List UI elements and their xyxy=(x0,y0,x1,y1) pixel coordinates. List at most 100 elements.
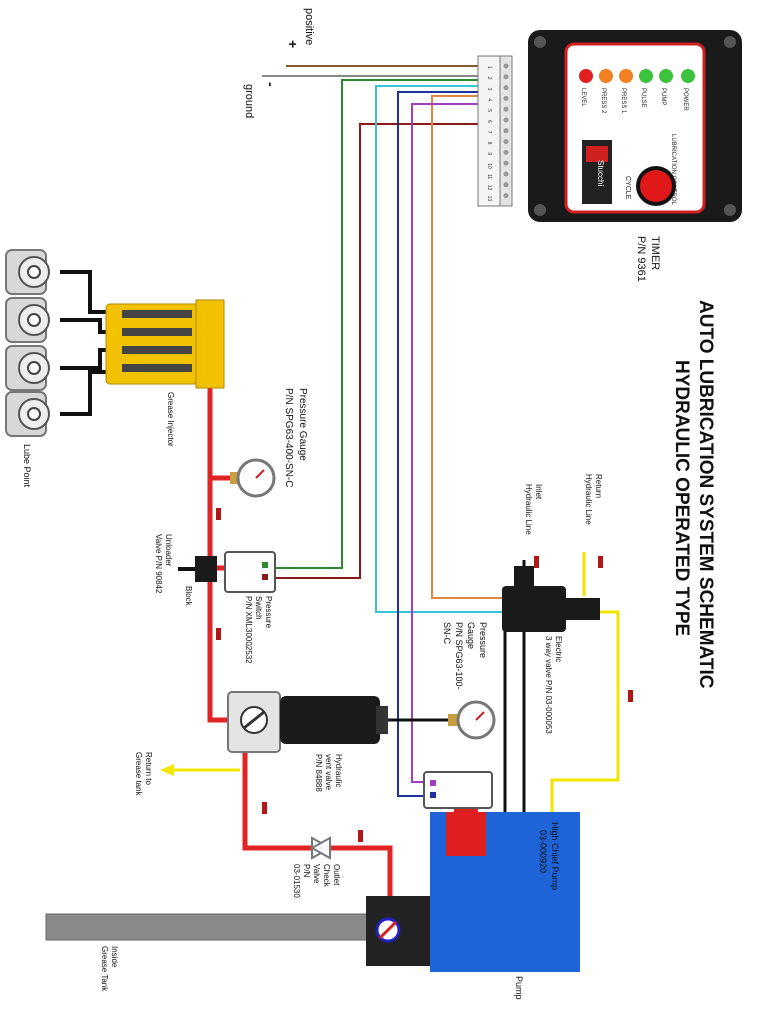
terminal-number: 7 xyxy=(486,131,492,134)
maroon-wire xyxy=(272,123,480,579)
terminal-screw xyxy=(503,171,509,177)
lube-point xyxy=(5,345,50,391)
timer-label: TIMER xyxy=(649,236,661,270)
led-label-pump: PUMP xyxy=(660,88,666,105)
electric-valve-pn: 3 way valve P/N 03-000053 xyxy=(544,636,553,734)
led-pulse xyxy=(639,69,653,83)
pressure-switch-label: Pressure xyxy=(264,596,273,629)
terminal-screw xyxy=(503,95,509,101)
led-pump xyxy=(659,69,673,83)
pressure-switch-pn: P/N XML30002532 xyxy=(244,596,253,664)
check-valve-label-4: P/N xyxy=(302,864,311,878)
high-chief-pump xyxy=(366,800,580,972)
pressure-switch xyxy=(224,551,276,593)
electric-valve-label: Electric xyxy=(554,636,563,662)
terminal-number: 4 xyxy=(486,98,492,101)
terminal-number: 8 xyxy=(486,142,492,145)
terminal-number: 9 xyxy=(486,152,492,155)
terminal-screw xyxy=(503,74,509,80)
led-level xyxy=(579,69,593,83)
pump-tube xyxy=(45,913,377,941)
unloader-block xyxy=(178,556,217,582)
terminal-number: 6 xyxy=(486,120,492,123)
lube-point-label: Lube Point xyxy=(22,444,32,488)
terminal-number: 3 xyxy=(486,88,492,91)
schematic-subtitle: HYDRAULIC OPERATED TYPE xyxy=(671,360,692,636)
terminal-number: 1 xyxy=(486,66,492,69)
check-valve-pn: 03-01530 xyxy=(292,864,301,898)
terminal-screw xyxy=(503,182,509,188)
led-power xyxy=(681,69,695,83)
grease-injector-label: Grease Injector xyxy=(166,392,175,447)
terminal-number: 10 xyxy=(486,163,492,169)
lube-point xyxy=(5,249,50,295)
inside-tank-label-2: Grease Tank xyxy=(100,946,109,992)
pressure-gauge-mid-pn: P/N SPG63-100- xyxy=(454,622,464,690)
pump-part-number: 03-000920 xyxy=(538,830,548,873)
terminal-screw xyxy=(503,193,509,199)
vent-valve-label: Hydraulic xyxy=(334,754,343,787)
pressure-gauge-top-label: Pressure Gauge xyxy=(297,388,308,461)
terminal-screw xyxy=(503,117,509,123)
check-valve-label-2: Check xyxy=(322,864,331,888)
terminal-screw xyxy=(503,149,509,155)
terminal-number: 5 xyxy=(486,109,492,112)
return-to-tank-label-2: Grease tank xyxy=(134,752,143,797)
pressure-gauge-mid xyxy=(448,700,496,740)
pressure-gauge-mid-pn-2: SN-C xyxy=(442,622,452,644)
lube-point xyxy=(5,297,50,343)
unloader-pn: Valve P/N 90842 xyxy=(154,534,163,594)
pressure-switch-label-2: Switch xyxy=(254,596,263,620)
terminal-screw xyxy=(503,85,509,91)
led-label-pulse: PULSE xyxy=(640,88,646,108)
inside-tank-label: Inside xyxy=(110,946,119,968)
check-valve-label-3: Valve xyxy=(312,864,321,884)
return-label: Return xyxy=(594,474,603,498)
terminal-number: 13 xyxy=(486,196,492,202)
inlet-label-2: Hydraulic Line xyxy=(524,484,533,535)
vent-solenoid xyxy=(423,771,493,809)
inlet-label: Inlet xyxy=(534,484,543,500)
terminal-screw xyxy=(503,139,509,145)
timer-unit: POWER PUMP PULSE PRESS 1 PRESS 2 LEVEL L… xyxy=(528,30,742,222)
block-label: Block xyxy=(184,586,193,607)
pump-label: Pump xyxy=(514,976,524,1000)
terminal-number: 2 xyxy=(486,77,492,80)
led-press1 xyxy=(619,69,633,83)
ground-sign: - xyxy=(263,82,279,87)
schematic-title: AUTO LUBRICATION SYSTEM SCHEMATIC xyxy=(695,300,716,689)
pressure-gauge-mid-label-2: Gauge xyxy=(466,622,476,649)
terminal-number: 11 xyxy=(486,174,492,179)
green-wire xyxy=(272,79,480,569)
ground-label: ground xyxy=(243,84,255,118)
timer-part-number: P/N 9361 xyxy=(635,236,647,282)
electric-3-way-valve xyxy=(502,566,600,632)
led-label-power: POWER xyxy=(682,88,688,111)
lube-point xyxy=(5,391,50,437)
grease-line xyxy=(207,382,393,931)
terminal-screw xyxy=(503,63,509,69)
terminal-screw xyxy=(503,160,509,166)
cyan-wire xyxy=(375,85,505,613)
outlet-check-valve xyxy=(309,836,333,860)
led-label-press1: PRESS 1 xyxy=(620,88,626,114)
led-label-level: LEVEL xyxy=(580,88,586,107)
hydraulic-line xyxy=(174,552,620,812)
flow-arrows xyxy=(216,508,633,842)
vent-valve-pn: P/N 84888 xyxy=(314,754,323,792)
pressure-gauge-top xyxy=(230,458,276,498)
vent-valve-label-2: vent valve xyxy=(324,754,333,791)
return-label-2: Hydraulic Line xyxy=(584,474,593,525)
terminal-screw xyxy=(503,106,509,112)
led-label-press2: PRESS 2 xyxy=(600,88,606,114)
cycle-label: CYCLE xyxy=(624,176,631,200)
wiring xyxy=(262,65,505,797)
hydraulic-vent-valve xyxy=(227,691,388,753)
positive-sign: + xyxy=(285,40,301,48)
pressure-gauge-top-pn: P/N SPG63-400-SN-C xyxy=(283,388,294,487)
return-to-tank-label: Return to xyxy=(144,752,153,785)
panel-title: LUBRICATION CONTROL xyxy=(670,134,676,206)
positive-label: positive xyxy=(303,8,315,45)
